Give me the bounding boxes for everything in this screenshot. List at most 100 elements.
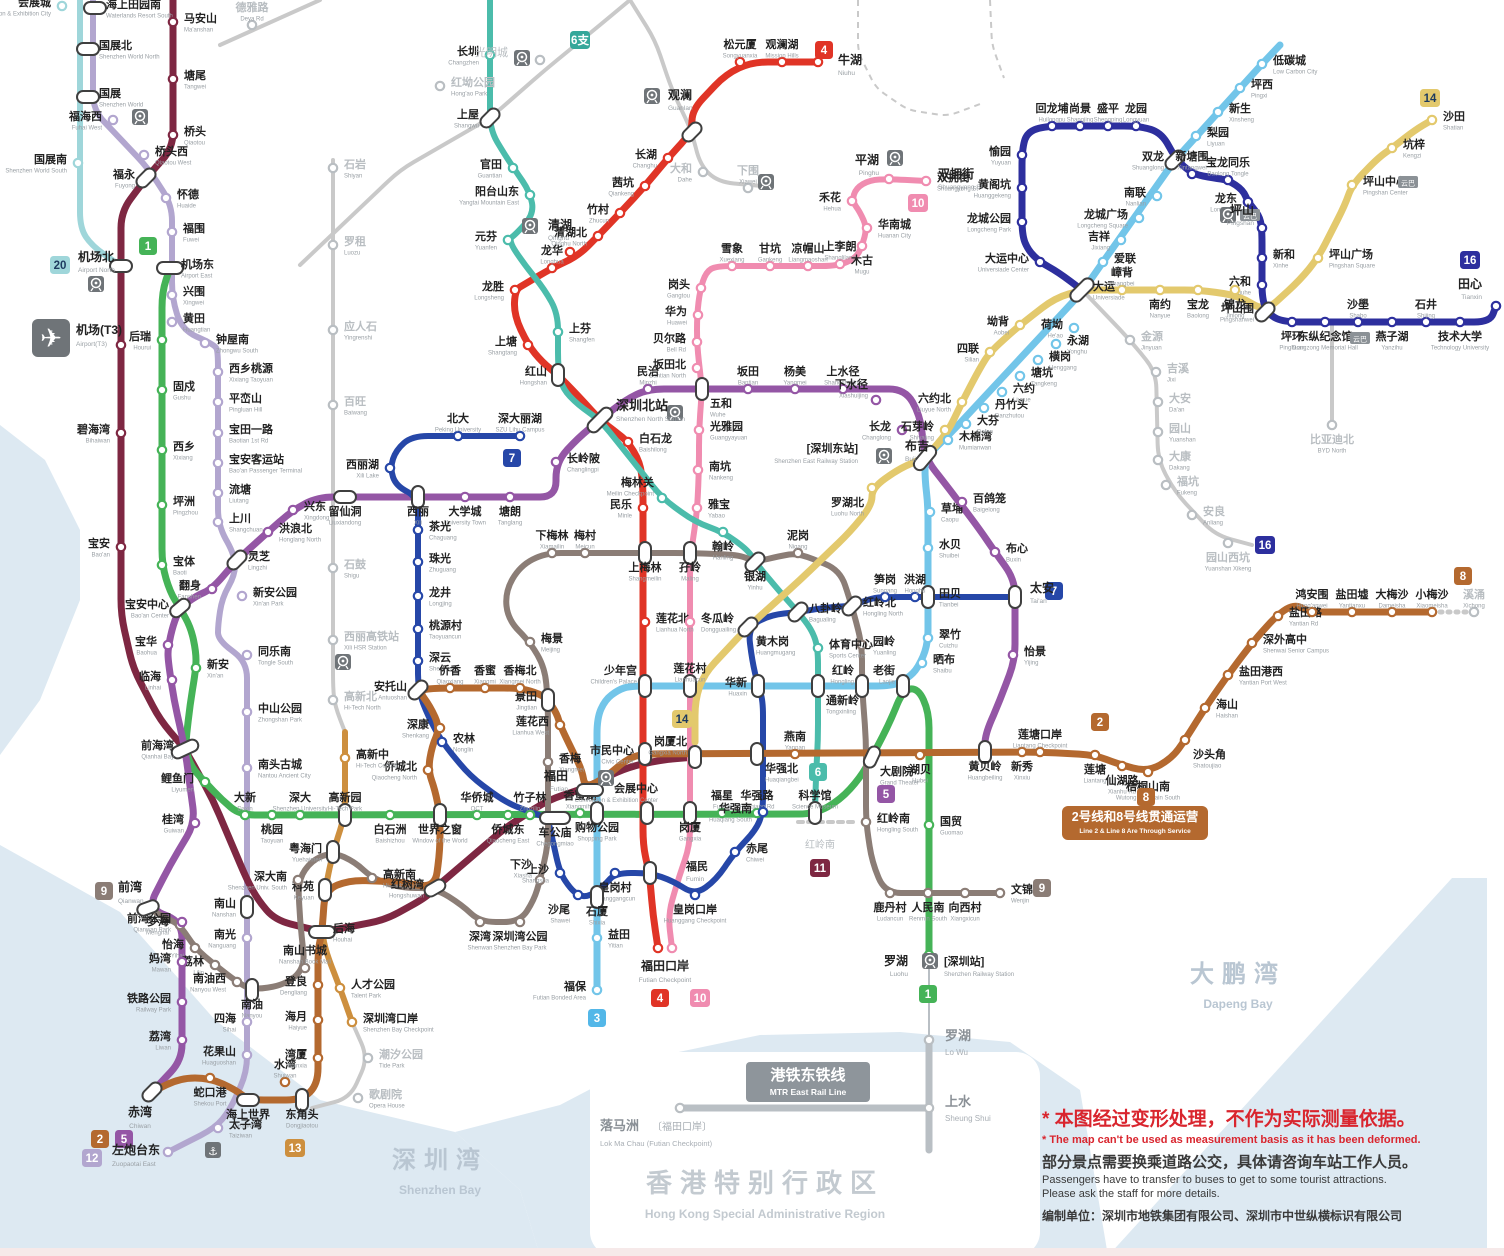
station-会展城[interactable]: 会展城Convention & Exhibition City: [0, 0, 68, 18]
station-会展中心[interactable]: [640, 801, 654, 825]
station-罗湖HK[interactable]: [923, 1034, 935, 1046]
station-牛湖[interactable]: [812, 56, 824, 68]
station-福田口岸4[interactable]: [652, 942, 664, 954]
station-机场(T3)[interactable]: [115, 339, 127, 351]
station-福民[interactable]: [643, 861, 657, 885]
station-左炮台东[interactable]: [162, 1146, 174, 1158]
station-观澜[interactable]: [680, 120, 704, 144]
